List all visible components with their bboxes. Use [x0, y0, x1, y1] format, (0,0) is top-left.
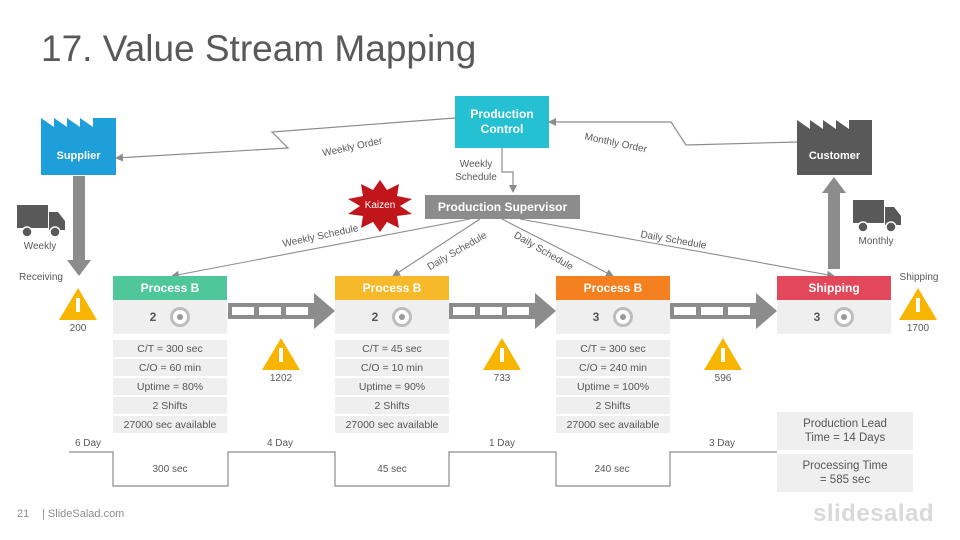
- process-3-co: C/O = 240 min: [556, 359, 670, 376]
- process-2-body: 2: [335, 300, 449, 334]
- footer-site: | SlideSalad.com: [42, 508, 125, 520]
- inventory-label-3: 596: [714, 373, 732, 384]
- inventory-label-supplier: 200: [69, 323, 87, 334]
- process-3-body: 3: [556, 300, 670, 334]
- process-2: Process B 2 C/T = 45 sec C/O = 10 min Up…: [335, 276, 449, 433]
- customer-truck-icon: [853, 200, 901, 233]
- processing-time-line1: Processing Time: [802, 460, 888, 472]
- process-3-uptime: Uptime = 100%: [556, 378, 670, 395]
- page-number: 21: [17, 508, 30, 520]
- process-1-shifts: 2 Shifts: [113, 397, 227, 414]
- monthly-order-connector: [548, 118, 798, 146]
- process-2-header: Process B: [335, 276, 449, 300]
- timeline-ladder: [69, 451, 777, 487]
- weekly-order-connector: [115, 117, 456, 162]
- process-3-header: Process B: [556, 276, 670, 300]
- operator-gauge-icon: [613, 307, 634, 327]
- timeline-day-4: 3 Day: [708, 438, 736, 449]
- kaizen-label: Kaizen: [364, 200, 396, 211]
- process-1: Process B 2 C/T = 300 sec C/O = 60 min U…: [113, 276, 227, 433]
- operator-gauge-icon: [834, 307, 855, 327]
- customer-label: Customer: [808, 150, 861, 162]
- supplier-down-arrow: [67, 176, 91, 276]
- process-1-uptime: Uptime = 80%: [113, 378, 227, 395]
- process-2-co: C/O = 10 min: [335, 359, 449, 376]
- inventory-triangle-1: [262, 338, 300, 370]
- lead-time-line2: Time = 14 Days: [804, 432, 886, 444]
- process-2-operators: 2: [371, 310, 379, 324]
- supplier-transport-label: Weekly: [23, 241, 57, 252]
- brand-logo: slidesalad: [813, 500, 935, 527]
- timeline-sec-2: 45 sec: [377, 464, 407, 475]
- process-3-operators: 3: [592, 310, 600, 324]
- timeline-day-3: 1 Day: [488, 438, 516, 449]
- timeline-sec-1: 300 sec: [152, 464, 188, 475]
- process-1-co: C/O = 60 min: [113, 359, 227, 376]
- process-1-ct: C/T = 300 sec: [113, 340, 227, 357]
- shipping-body: 3: [777, 300, 891, 334]
- schedule-line-4: [519, 218, 835, 279]
- inventory-label-2: 733: [493, 373, 511, 384]
- operator-gauge-icon: [170, 307, 191, 327]
- customer-transport-label: Monthly: [858, 236, 894, 247]
- supplier-truck-icon: [17, 205, 65, 238]
- process-2-uptime: Uptime = 90%: [335, 378, 449, 395]
- timeline-sec-3: 240 sec: [594, 464, 630, 475]
- push-arrow-3: [670, 293, 777, 329]
- process-3-available: 27000 sec available: [556, 416, 670, 433]
- process-1-available: 27000 sec available: [113, 416, 227, 433]
- inventory-triangle-3: [704, 338, 742, 370]
- processing-time-line2: = 585 sec: [819, 474, 871, 486]
- supplier-label: Supplier: [56, 150, 101, 162]
- receiving-label: Receiving: [19, 272, 63, 283]
- process-1-operators: 2: [149, 310, 157, 324]
- inventory-triangle-supplier: [59, 288, 97, 320]
- shipping-operators: 3: [813, 310, 821, 324]
- slide-title: 17. Value Stream Mapping: [41, 28, 477, 69]
- timeline-day-1: 6 Day: [74, 438, 102, 449]
- push-arrow-2: [449, 293, 556, 329]
- shipping-header: Shipping: [777, 276, 891, 300]
- schedule-line-2: [392, 218, 481, 277]
- inventory-label-customer: 1700: [906, 323, 930, 334]
- customer-factory-icon: [797, 120, 872, 175]
- supplier-factory-icon: [41, 118, 116, 175]
- process-3-ct: C/T = 300 sec: [556, 340, 670, 357]
- processing-time-box: Processing Time = 585 sec: [777, 454, 913, 492]
- weekly-schedule-connector: [501, 148, 517, 193]
- push-arrow-1: [228, 293, 335, 329]
- lead-time-line1: Production Lead: [803, 418, 887, 430]
- customer-up-arrow: [822, 177, 846, 269]
- inventory-triangle-2: [483, 338, 521, 370]
- schedule-line-3: [501, 218, 614, 277]
- process-3-shifts: 2 Shifts: [556, 397, 670, 414]
- process-2-ct: C/T = 45 sec: [335, 340, 449, 357]
- kaizen-burst-icon: [348, 180, 412, 232]
- timeline-day-2: 4 Day: [266, 438, 294, 449]
- operator-gauge-icon: [392, 307, 413, 327]
- inventory-label-1: 1202: [269, 373, 293, 384]
- weekly-schedule-top-line1: Weekly: [459, 159, 493, 170]
- production-supervisor-box: Production Supervisor: [425, 195, 580, 219]
- inventory-triangle-customer: [899, 288, 937, 320]
- process-1-header: Process B: [113, 276, 227, 300]
- weekly-schedule-top-line2: Schedule: [455, 172, 497, 183]
- schedule-line-1: [171, 218, 471, 279]
- pc-line1: Production: [470, 107, 534, 121]
- process-2-available: 27000 sec available: [335, 416, 449, 433]
- weekly-schedule-top-label: Weekly Schedule: [446, 158, 506, 184]
- process-2-shifts: 2 Shifts: [335, 397, 449, 414]
- process-1-body: 2: [113, 300, 227, 334]
- pc-line2: Control: [480, 122, 524, 136]
- shipping-label: Shipping: [899, 272, 939, 283]
- process-3: Process B 3 C/T = 300 sec C/O = 240 min …: [556, 276, 670, 433]
- shipping-process: Shipping 3: [777, 276, 891, 334]
